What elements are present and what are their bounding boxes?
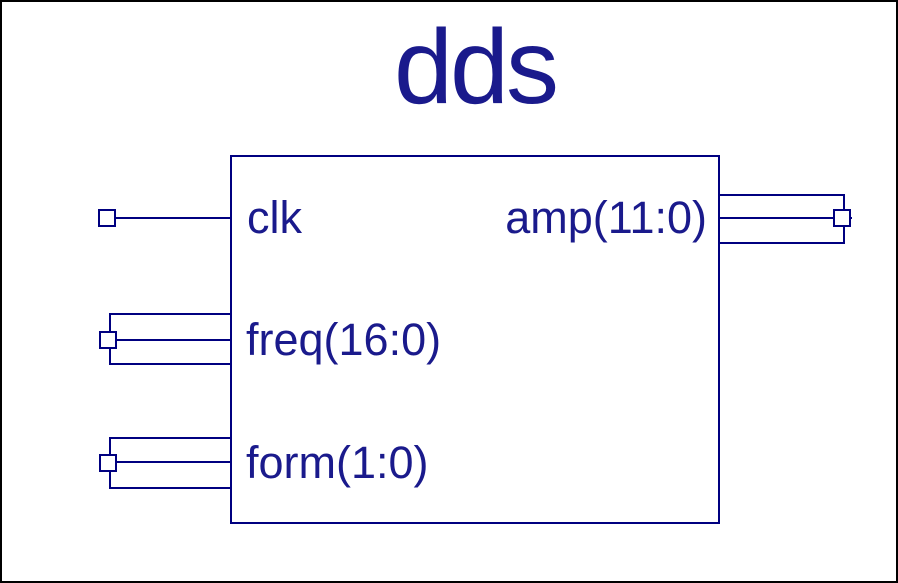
block-title: dds <box>394 8 559 126</box>
clk-wire <box>116 217 232 219</box>
form-pin-terminal <box>99 454 117 472</box>
form-wire <box>108 461 232 463</box>
amp-wire <box>718 217 852 219</box>
freq-pin-terminal <box>99 331 117 349</box>
clk-port-label: clk <box>247 192 302 243</box>
form-bus-connector <box>109 437 232 489</box>
amp-port-label: amp(11:0) <box>505 192 707 243</box>
freq-wire <box>108 339 232 341</box>
form-port-label: form(1:0) <box>246 437 429 488</box>
freq-bus-connector <box>109 313 232 365</box>
clk-pin-terminal <box>98 209 116 227</box>
freq-port-label: freq(16:0) <box>246 314 442 365</box>
amp-bus-connector <box>718 194 845 244</box>
amp-pin-terminal <box>833 209 851 227</box>
dds-block-symbol <box>230 155 720 524</box>
